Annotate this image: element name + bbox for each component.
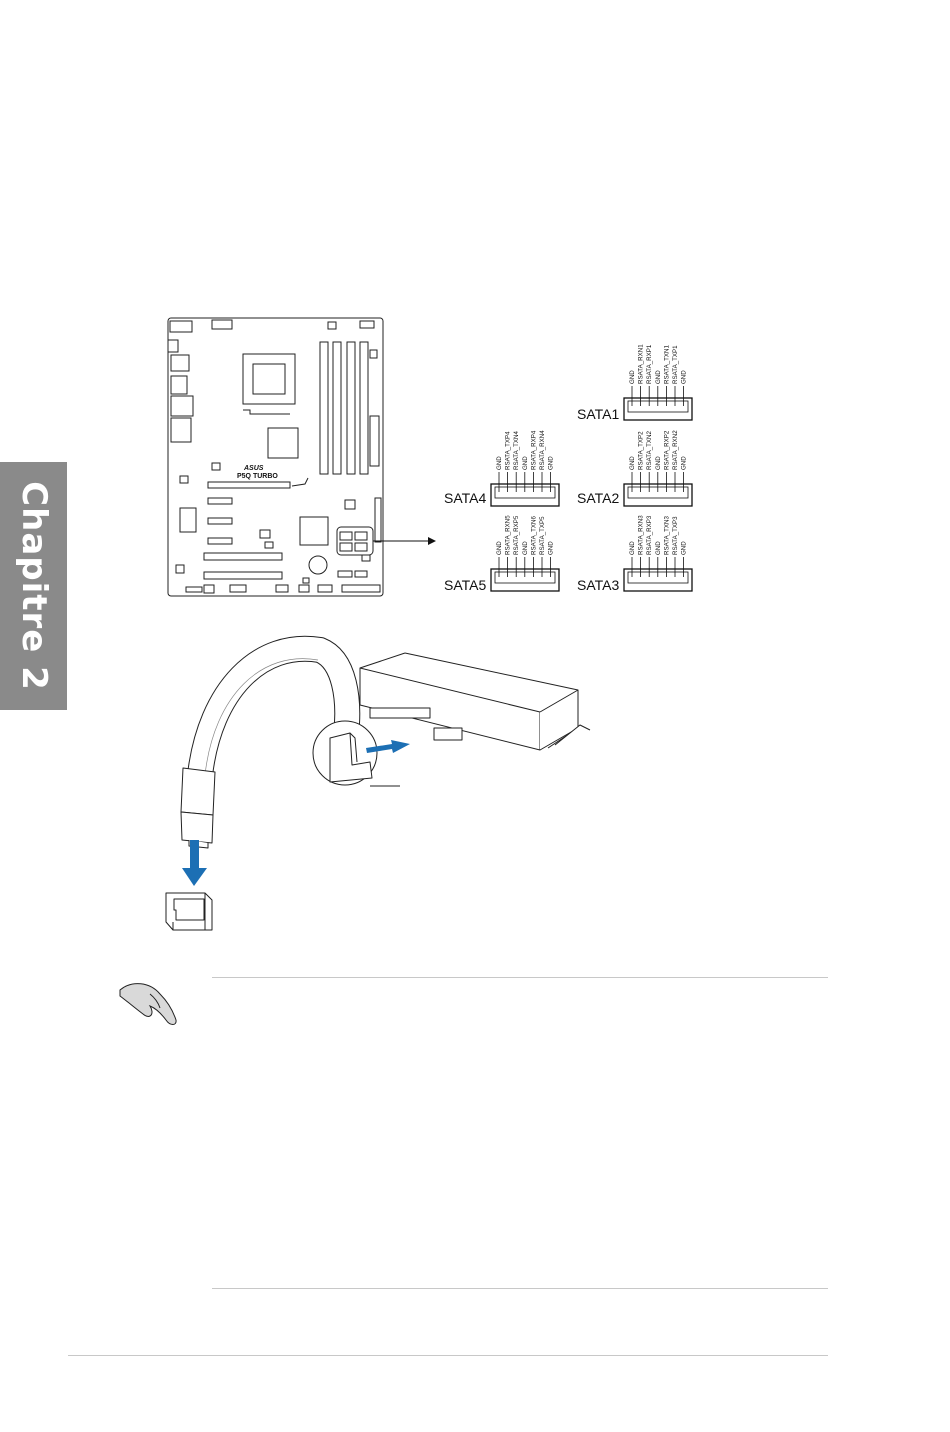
straight-connector xyxy=(180,767,216,849)
pin-label: GND xyxy=(681,541,688,555)
note-rule-bottom xyxy=(212,1288,828,1289)
pin-label: GND xyxy=(629,456,636,470)
board-silkscreen: ASUS P5Q TURBO xyxy=(237,465,278,480)
pin-label: GND xyxy=(548,541,555,555)
insert-arrow-down xyxy=(182,840,207,886)
pin-label: RSATA_RXN4 xyxy=(539,430,546,470)
pin-label: RSATA_TXN1 xyxy=(663,344,670,384)
board-brand: ASUS xyxy=(243,465,264,472)
pin-label: RSATA_TXP4 xyxy=(505,431,512,470)
pin-label: RSATA_RXN3 xyxy=(638,515,645,555)
connector-label: SATA3 xyxy=(577,577,619,593)
pin-label: GND xyxy=(548,456,555,470)
pin-label: RSATA_RXP4 xyxy=(530,430,537,470)
note-rule-top xyxy=(212,977,828,978)
motherboard-sata-port xyxy=(165,892,213,931)
pin-label: RSATA_RXP2 xyxy=(663,430,670,470)
pin-label: GND xyxy=(522,541,529,555)
hard-drive xyxy=(359,652,591,751)
pin-label: RSATA_TXP3 xyxy=(672,516,679,555)
pin-label: GND xyxy=(629,541,636,555)
sata-cable-illustration xyxy=(165,635,591,931)
pin-label: GND xyxy=(522,456,529,470)
motherboard-diagram xyxy=(167,317,384,597)
pin-label: RSATA_TXN3 xyxy=(663,515,670,555)
pin-label: GND xyxy=(655,541,662,555)
pin-label: RSATA_TXN2 xyxy=(646,430,653,470)
pin-label: RSATA_RXP1 xyxy=(646,344,653,384)
pin-label: RSATA_TXN4 xyxy=(513,430,520,470)
footer-rule xyxy=(68,1355,828,1356)
pin-label: RSATA_RXN1 xyxy=(638,344,645,384)
pin-label: GND xyxy=(629,370,636,384)
connector-label: SATA5 xyxy=(444,577,486,593)
connector-label: SATA4 xyxy=(444,490,486,506)
connector-label: SATA1 xyxy=(577,406,619,422)
pin-label: RSATA_RXP5 xyxy=(513,515,520,555)
chapter-tab: Chapitre 2 xyxy=(0,462,67,710)
pin-label: RSATA_TXP2 xyxy=(638,431,645,470)
pin-label: GND xyxy=(655,456,662,470)
hand-icon xyxy=(119,983,177,1025)
pin-label: RSATA_TXP1 xyxy=(672,345,679,384)
pin-label: GND xyxy=(655,370,662,384)
pin-label: RSATA_TXN6 xyxy=(530,515,537,555)
callout-arrow xyxy=(373,537,436,545)
pin-label: GND xyxy=(681,456,688,470)
connector-label: SATA2 xyxy=(577,490,619,506)
pin-label: GND xyxy=(496,541,503,555)
insert-arrow-right xyxy=(366,740,410,753)
pin-label: RSATA_RXN5 xyxy=(505,515,512,555)
board-model: P5Q TURBO xyxy=(237,473,278,480)
pin-label: GND xyxy=(681,370,688,384)
pin-label: RSATA_TXP5 xyxy=(539,516,546,555)
pin-label: RSATA_RXP3 xyxy=(646,515,653,555)
pin-label: RSATA_RXN2 xyxy=(672,430,679,470)
pin-label: GND xyxy=(496,456,503,470)
